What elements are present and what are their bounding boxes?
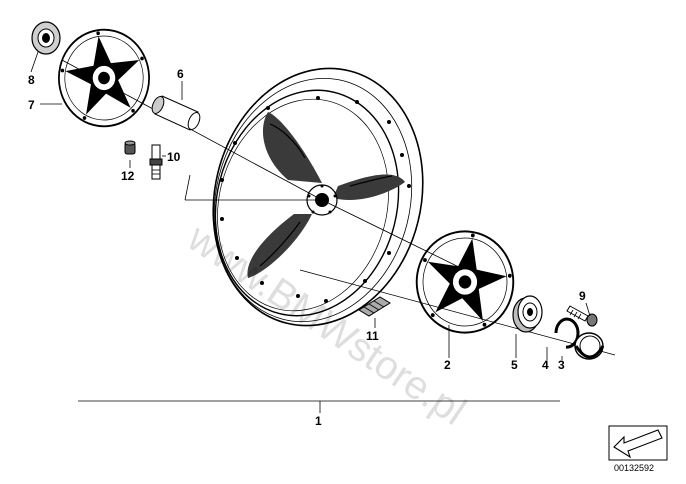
left-bearing <box>31 21 61 55</box>
valve-cap <box>124 140 136 155</box>
part-labels: 8 7 6 10 12 11 2 5 4 3 9 1 <box>28 67 586 428</box>
label-10: 10 <box>167 150 181 164</box>
arrow-icon <box>608 425 668 461</box>
label-5: 5 <box>511 358 518 372</box>
label-8: 8 <box>28 73 35 87</box>
label-11: 11 <box>366 329 379 343</box>
label-2: 2 <box>444 358 451 372</box>
label-7: 7 <box>28 98 35 112</box>
label-12: 12 <box>121 169 135 183</box>
left-hub-flange <box>52 22 156 134</box>
bolt <box>566 305 598 327</box>
label-9: 9 <box>579 289 586 303</box>
rim <box>212 67 424 327</box>
label-4: 4 <box>542 358 549 372</box>
balance-weight <box>358 296 391 317</box>
label-1: 1 <box>315 414 322 428</box>
label-3: 3 <box>558 358 565 372</box>
drawing-code: 00132592 <box>614 463 654 473</box>
spacer-sleeve <box>151 95 201 131</box>
spacer-ring <box>574 332 605 360</box>
right-hub-flange <box>408 222 522 342</box>
right-bearing <box>512 295 543 333</box>
tire-valve <box>149 144 163 180</box>
label-6: 6 <box>177 67 184 81</box>
leader-lines <box>30 51 591 413</box>
circlip <box>554 317 580 349</box>
